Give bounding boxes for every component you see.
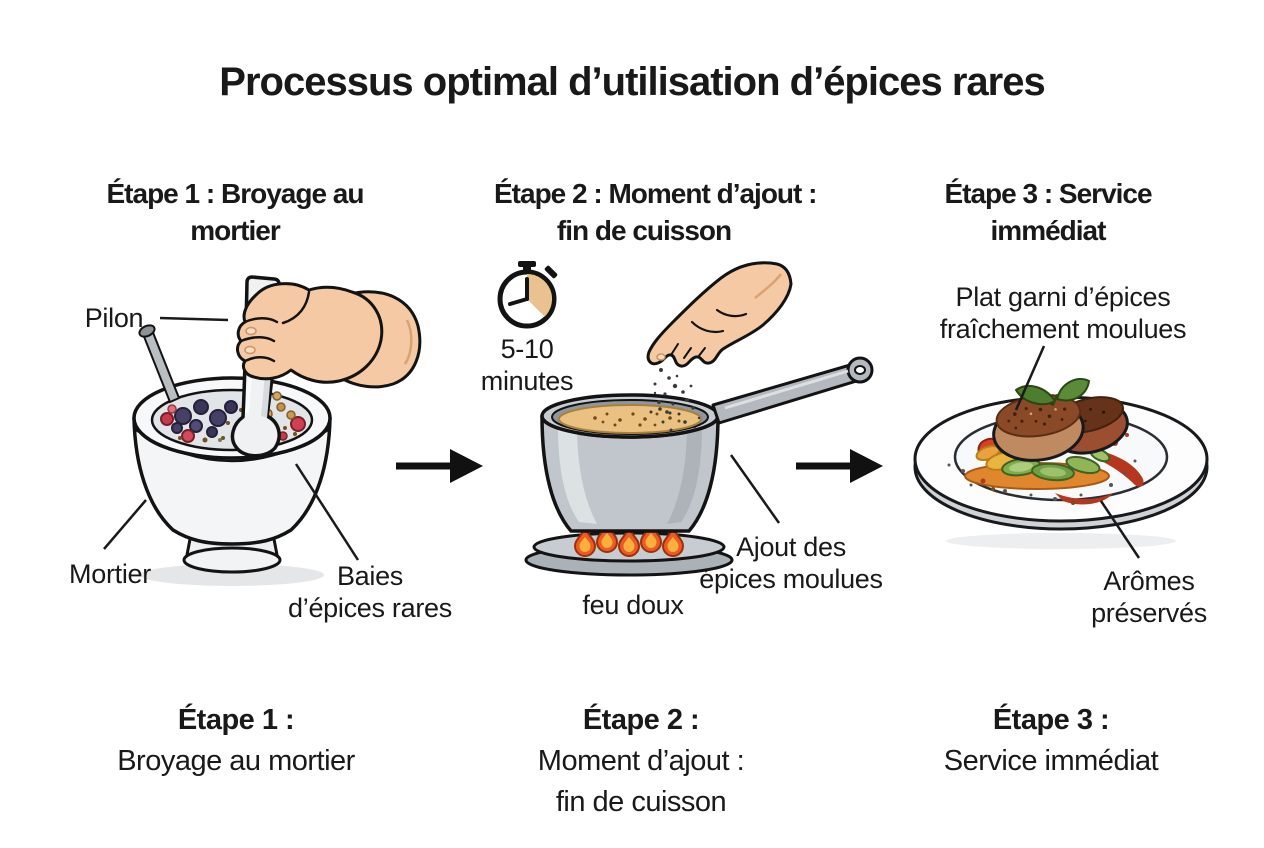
arrow-step2-to-step3-icon — [796, 449, 883, 483]
label-feu-doux: feu doux — [553, 589, 713, 621]
plated-food — [947, 378, 1144, 505]
mortier-pointer-line — [103, 499, 147, 550]
label-ajout-line: Ajout des — [736, 532, 846, 562]
label-plat-garni: Plat garni d’épices fraîchement moulues — [932, 281, 1194, 346]
plate-illustration — [913, 378, 1209, 549]
step2-header-line: fin de cuisson — [556, 214, 732, 246]
label-timer-duration: 5-10 minutes — [462, 333, 592, 398]
step3-header: Étape 3 : Service immédiat — [898, 176, 1198, 250]
spoon-icon — [138, 324, 181, 404]
label-aromes-line: préservés — [1091, 598, 1207, 629]
label-baies-line: d’épices rares — [288, 593, 452, 624]
baies-pointer-line — [294, 463, 360, 561]
step2-caption-text: Moment d’ajout : — [537, 745, 745, 778]
label-feu-doux-line: feu doux — [582, 590, 684, 620]
label-ajout-line: épices moulues — [699, 564, 883, 595]
label-baies: Baies d’épices rares — [275, 560, 465, 625]
arrow-step1-to-step2-icon — [396, 449, 483, 483]
step1-header-line: Étape 1 : Broyage au — [106, 178, 365, 209]
step2-header: Étape 2 : Moment d’ajout : fin de cuisso… — [494, 176, 817, 250]
step3-caption-title: Étape 3 : — [992, 704, 1110, 736]
plate-shadow — [946, 533, 1176, 549]
label-aromes-line: Arômes — [1103, 566, 1195, 596]
pan-handle — [711, 356, 874, 425]
step2-header-line: Étape 2 : Moment d’ajout : — [494, 178, 817, 209]
label-baies-line: Baies — [336, 561, 404, 591]
vegetable-slices — [975, 445, 1111, 482]
plate-specks — [947, 459, 1137, 505]
step3-header-line: immédiat — [990, 214, 1107, 246]
step3-caption-text: Service immédiat — [943, 745, 1159, 778]
plat-pointer-line — [1014, 345, 1046, 411]
step1-caption-text: Broyage au mortier — [117, 745, 355, 778]
label-plat-line: Plat garni d’épices — [955, 282, 1171, 312]
step1-caption-title: Étape 1 : — [177, 704, 295, 736]
mortar-illustration — [132, 275, 422, 586]
step2-caption-title: Étape 2 : — [582, 704, 700, 736]
burner-flames — [573, 525, 685, 558]
step1-caption: Étape 1 : Broyage au mortier — [86, 700, 386, 782]
label-mortier-line: Mortier — [69, 559, 151, 589]
step1-header-line: mortier — [190, 214, 280, 246]
gripping-hand — [236, 282, 422, 389]
label-timer-line: 5-10 — [500, 334, 554, 364]
label-plat-line: fraîchement moulues — [939, 314, 1187, 345]
saucepan — [540, 356, 874, 533]
label-ajout-epices: Ajout des épices moulues — [688, 531, 894, 596]
aromes-pointer-line — [1099, 500, 1141, 559]
label-pilon-line: Pilon — [84, 303, 144, 333]
falling-spices — [653, 368, 701, 432]
step2-caption-text: fin de cuisson — [555, 786, 727, 819]
pilon-pointer-line — [159, 316, 229, 322]
step1-header: Étape 1 : Broyage au mortier — [85, 176, 385, 250]
label-timer-line: minutes — [480, 366, 574, 397]
label-pilon: Pilon — [64, 302, 164, 334]
step2-caption: Étape 2 : Moment d’ajout : fin de cuisso… — [491, 700, 791, 824]
ajout-pointer-line — [729, 454, 781, 524]
step3-caption: Étape 3 : Service immédiat — [901, 700, 1201, 782]
mortar-shadow — [140, 564, 324, 586]
label-mortier: Mortier — [40, 558, 180, 590]
label-aromes: Arômes préservés — [1067, 565, 1231, 630]
step3-header-line: Étape 3 : Service — [944, 178, 1152, 209]
stopwatch-icon — [497, 261, 558, 329]
sprinkling-hand — [646, 261, 793, 368]
saucepan-illustration — [497, 261, 874, 577]
page-title: Processus optimal d’utilisation d’épices… — [219, 60, 1045, 104]
